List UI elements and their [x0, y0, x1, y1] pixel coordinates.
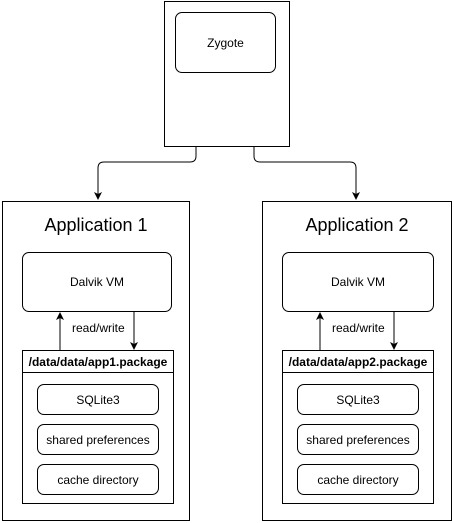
zygote-node: Zygote [175, 12, 276, 73]
zygote-to-application-1-arrow [94, 147, 197, 200]
application-2-cache-directory-item: cache directory [297, 464, 419, 495]
application-1-cache-directory-label: cache directory [57, 472, 139, 487]
application-1-shared-preferences-item: shared preferences [37, 424, 159, 455]
application-2-shared-preferences-item: shared preferences [297, 424, 419, 455]
application-1-package-path: /data/data/app1.package [23, 351, 173, 373]
application-1-sqlite3-label: SQLite3 [76, 392, 120, 407]
zygote-to-application-2-arrow [253, 147, 360, 200]
application-2-cache-directory-label: cache directory [317, 472, 399, 487]
application-1-title: Application 1 [44, 215, 148, 235]
application-2-dalvik-vm: Dalvik VM [282, 252, 434, 312]
application-2-sqlite3-item: SQLite3 [297, 384, 419, 415]
application-1-shared-preferences-label: shared preferences [46, 432, 150, 447]
zygote-label: Zygote [207, 35, 244, 50]
application-2-shared-preferences-label: shared preferences [306, 432, 410, 447]
application-1-dalvik-vm-label: Dalvik VM [69, 275, 124, 289]
application-2-package-path: /data/data/app2.package [283, 351, 433, 373]
application-2-dalvik-vm-label: Dalvik VM [330, 275, 385, 289]
application-1-dalvik-vm: Dalvik VM [22, 252, 172, 312]
application-2-read-write-label: read/write [332, 321, 385, 335]
application-2-sqlite3-label: SQLite3 [336, 392, 380, 407]
application-1-cache-directory-item: cache directory [37, 464, 159, 495]
application-2-title: Application 2 [305, 215, 409, 235]
application-1-sqlite3-item: SQLite3 [37, 384, 159, 415]
application-1-read-write-label: read/write [72, 321, 125, 335]
